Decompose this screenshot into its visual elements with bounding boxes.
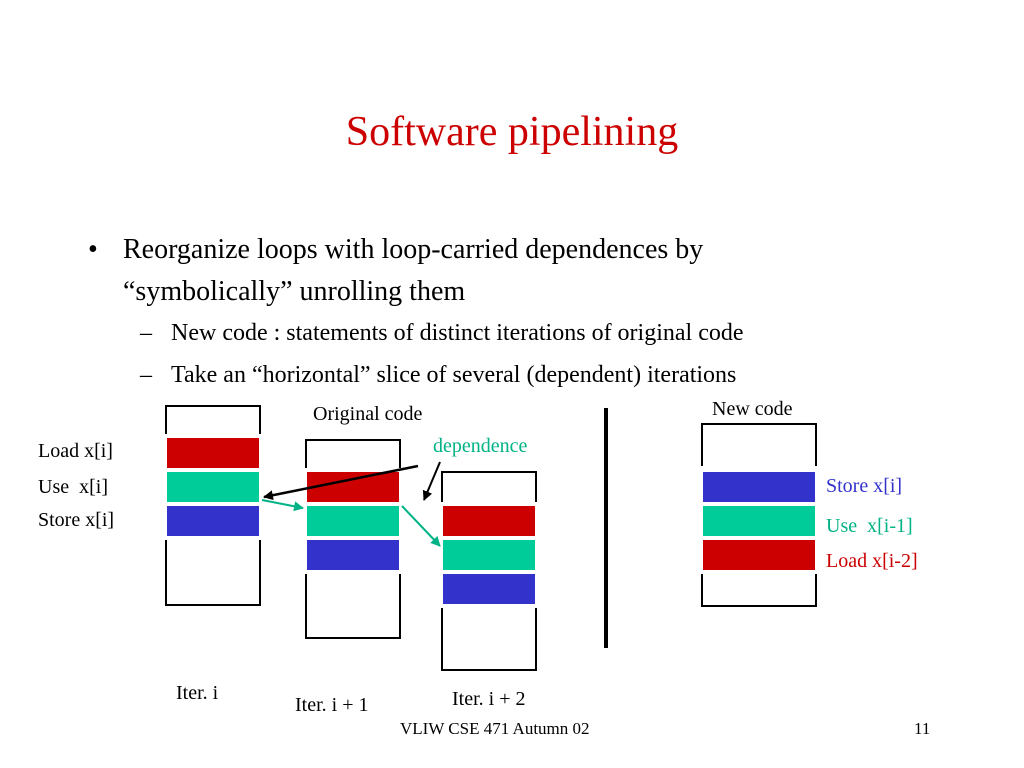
sub-bullet-marker: – xyxy=(140,362,152,388)
bullet-text-line2: “symbolically” unrolling them xyxy=(123,276,466,307)
new-load-label: Load x[i-2] xyxy=(826,550,918,572)
footer-course: VLIW CSE 471 Autumn 02 xyxy=(400,719,590,738)
new-code-column xyxy=(701,423,817,607)
load-block xyxy=(443,506,535,536)
green-dependence-arrow xyxy=(261,499,304,512)
iteration-box-top xyxy=(305,439,401,468)
new-use-label: Use x[i-1] xyxy=(826,515,913,537)
sub-bullet-1: New code : statements of distinct iterat… xyxy=(171,320,744,346)
page-number: 11 xyxy=(914,719,931,738)
iteration-i-plus-1-column xyxy=(305,439,401,639)
store-block xyxy=(703,472,815,502)
dependence-arrow xyxy=(263,464,419,501)
iteration-box-top xyxy=(441,471,537,502)
store-block xyxy=(443,574,535,604)
iteration-box-bottom xyxy=(441,608,537,671)
green-dependence-arrow xyxy=(401,505,441,547)
new-store-label: Store x[i] xyxy=(826,475,903,497)
load-block xyxy=(703,540,815,570)
iteration-box-bottom xyxy=(305,574,401,639)
new-code-label: New code xyxy=(712,398,793,420)
sub-bullet-2: Take an “horizontal” slice of several (d… xyxy=(171,362,737,388)
store-block xyxy=(307,540,399,570)
use-block xyxy=(443,540,535,570)
iteration-i-column xyxy=(165,405,261,606)
store-block xyxy=(167,506,259,536)
new-code-box-top xyxy=(701,423,817,466)
iteration-label: Iter. i xyxy=(176,682,219,704)
load-block xyxy=(307,472,399,502)
statement-load-label: Load x[i] xyxy=(38,440,113,462)
iteration-box-bottom xyxy=(165,540,261,606)
slide-title: Software pipelining xyxy=(345,109,679,155)
load-block xyxy=(167,438,259,468)
iteration-label: Iter. i + 2 xyxy=(452,688,526,710)
iteration-box-top xyxy=(165,405,261,434)
new-code-box-bottom xyxy=(701,574,817,607)
iteration-label: Iter. i + 1 xyxy=(295,694,369,716)
use-block xyxy=(167,472,259,502)
iteration-i-plus-2-column xyxy=(441,471,537,671)
dependence-label-pointer xyxy=(422,461,441,501)
statement-use-label: Use x[i] xyxy=(38,476,108,498)
dependence-label: dependence xyxy=(433,435,528,457)
sub-bullet-marker: – xyxy=(140,320,152,346)
use-block xyxy=(307,506,399,536)
bullet-text-line1: Reorganize loops with loop-carried depen… xyxy=(123,234,704,265)
statement-store-label: Store x[i] xyxy=(38,509,115,531)
use-block xyxy=(703,506,815,536)
bullet-marker: • xyxy=(88,234,98,265)
original-code-label: Original code xyxy=(313,403,423,425)
